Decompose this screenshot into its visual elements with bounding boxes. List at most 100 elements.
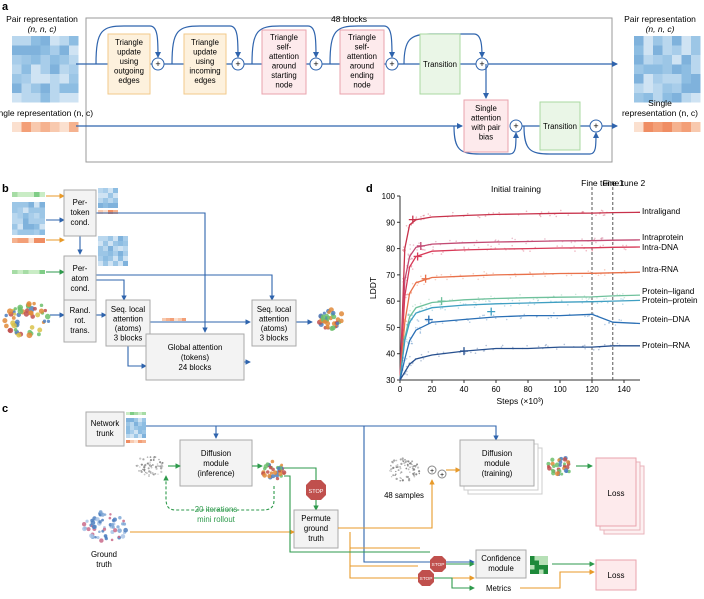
atom xyxy=(117,528,122,533)
series-line xyxy=(399,313,641,381)
series-noise-point xyxy=(414,303,416,306)
series-noise-point xyxy=(608,321,611,324)
strip-cell xyxy=(98,210,103,214)
strip-cell xyxy=(130,440,134,443)
atom xyxy=(399,480,401,482)
grid-cell xyxy=(28,218,34,224)
plus-node: + xyxy=(437,469,447,479)
atom xyxy=(395,477,398,481)
grid-cell xyxy=(12,74,22,84)
strip-cell xyxy=(21,122,31,132)
series-noise-point xyxy=(485,272,488,275)
grid-cell xyxy=(69,64,79,74)
grid-cell xyxy=(634,74,644,84)
single-in-strip xyxy=(12,122,79,132)
series-noise-point xyxy=(545,343,547,346)
series-noise-point xyxy=(542,271,545,274)
series-noise-point xyxy=(473,306,476,309)
series-noise-point xyxy=(402,320,405,323)
atom xyxy=(396,464,399,466)
series-noise-point xyxy=(604,323,606,326)
series-marker xyxy=(424,315,433,324)
series-noise-point xyxy=(535,316,538,318)
atom xyxy=(143,468,146,471)
tri-update-incoming-box xyxy=(183,33,227,95)
series-noise-point xyxy=(511,244,513,247)
grid-cell xyxy=(40,93,50,103)
grid-cell xyxy=(138,430,142,434)
strip-cell xyxy=(166,318,170,321)
series-noise-point xyxy=(455,240,458,242)
series-noise-point xyxy=(623,296,626,299)
grid-cell xyxy=(69,74,79,84)
atom xyxy=(551,469,556,474)
series-noise-point xyxy=(401,359,404,361)
series-noise-point xyxy=(411,342,414,345)
stop-sign: STOP xyxy=(306,480,326,500)
atom xyxy=(143,470,146,472)
series-noise-point xyxy=(467,319,469,322)
atom xyxy=(392,474,395,477)
series-noise-point xyxy=(483,270,485,273)
grid-cell xyxy=(103,261,108,266)
series-noise-point xyxy=(606,301,609,304)
series-noise-point xyxy=(544,344,547,347)
grid-cell xyxy=(103,246,108,251)
strip-cell xyxy=(126,440,130,443)
grid-cell xyxy=(130,426,134,430)
series-noise-point xyxy=(528,271,531,273)
series-label: Intra-RNA xyxy=(642,265,679,274)
strip-cell xyxy=(130,412,134,415)
strip-cell xyxy=(59,122,69,132)
series-noise-point xyxy=(602,214,605,217)
grid-cell xyxy=(653,64,663,74)
grid-cell xyxy=(12,55,22,65)
series-noise-point xyxy=(599,245,602,248)
grid-cell xyxy=(108,246,113,251)
heatmap-cell xyxy=(534,569,539,574)
atom xyxy=(271,467,275,472)
series-noise-point xyxy=(407,293,409,296)
series-noise-point xyxy=(544,238,546,240)
series-noise-point xyxy=(452,211,454,214)
grid-cell xyxy=(69,45,79,55)
series-noise-point xyxy=(584,315,586,318)
series-marker xyxy=(408,215,417,224)
grid-cell xyxy=(113,203,118,208)
atom xyxy=(399,472,402,474)
series-noise-point xyxy=(597,274,600,277)
series-noise-point xyxy=(408,314,410,316)
series-noise-point xyxy=(586,315,589,318)
series-noise-point xyxy=(570,241,573,244)
series-noise-point xyxy=(401,340,404,343)
grid-cell xyxy=(653,74,663,84)
atom xyxy=(13,327,18,332)
atom xyxy=(331,310,336,316)
series-noise-point xyxy=(419,332,422,334)
grid-cell xyxy=(130,422,134,426)
series-noise-point xyxy=(427,213,430,215)
atom xyxy=(392,461,394,464)
series-noise-point xyxy=(547,317,550,320)
panel-label-d: d xyxy=(366,183,373,195)
series-noise-point xyxy=(625,244,628,247)
series-label: Protein–RNA xyxy=(642,341,690,350)
plus-node: + xyxy=(385,57,399,71)
atom xyxy=(46,319,51,324)
atom xyxy=(263,466,267,471)
series-line xyxy=(399,299,641,381)
grid-cell xyxy=(108,261,113,266)
grid-cell xyxy=(142,434,146,438)
y-tick-label: 90 xyxy=(386,218,395,227)
series-noise-point xyxy=(439,304,441,306)
atom xyxy=(399,467,402,470)
atom xyxy=(565,470,568,474)
strip-cell xyxy=(23,270,29,274)
grid-cell xyxy=(108,203,113,208)
atom xyxy=(122,519,126,523)
series-noise-point xyxy=(624,248,627,251)
y-tick-label: 70 xyxy=(386,271,395,280)
grid-cell xyxy=(31,83,41,93)
grid-cell xyxy=(691,74,701,84)
